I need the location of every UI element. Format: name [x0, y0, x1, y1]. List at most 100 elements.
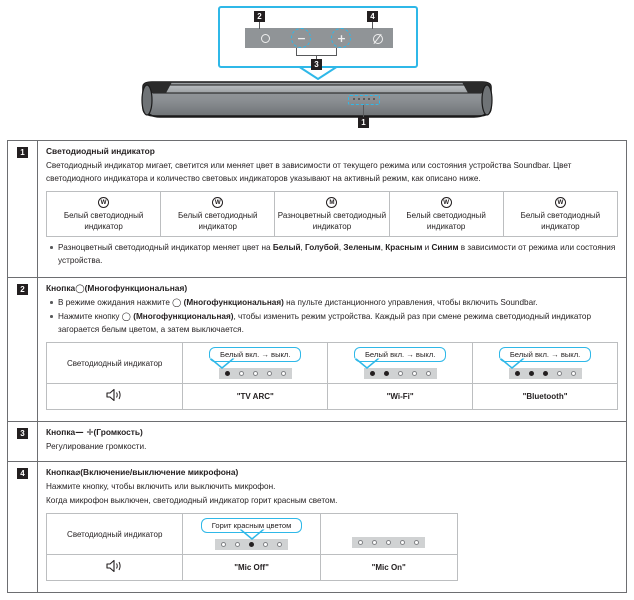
text-run: и [422, 243, 432, 252]
text-run: (Многофункциональная) [130, 312, 234, 321]
mark-circle: W [212, 197, 224, 208]
led-color-label: Белый светодиодный индикатор [178, 211, 258, 231]
section-4-badge: 4 [17, 468, 28, 479]
mic-led-table: Светодиодный индикатор Горит красным цве… [45, 513, 458, 581]
led-dot-off [414, 540, 420, 545]
led-color-cell-5: W Белый светодиодный индикатор [502, 191, 619, 237]
led-dot-off [372, 540, 378, 545]
section-3-title: Кнопка — ✛ (Громкость) [46, 427, 618, 437]
leader-line-3b [336, 48, 337, 56]
section-3-number-cell: 3 [8, 422, 38, 461]
multifunction-button-icon[interactable] [259, 32, 272, 45]
section-4-title: Кнопка ⌀ (Включение/выключение микрофона… [46, 467, 618, 477]
mark-circle: W [98, 197, 110, 208]
led-bubble-label: Горит красным цветом [200, 518, 303, 533]
led-color-table: W Белый светодиодный индикатор W Белый с… [45, 191, 619, 237]
speaker-icon-cell [45, 554, 184, 581]
section-1-note-text: Разноцветный светодиодный индикатор меня… [58, 243, 615, 265]
mic-state-off: "Mic Off" [182, 554, 321, 581]
control-panel-strip: − + [245, 28, 393, 48]
led-row-label: Светодиодный индикатор [45, 513, 184, 555]
mode-led-cell-wifi: Белый вкл. → выкл. [327, 342, 474, 384]
table-row: W Белый светодиодный индикатор W Белый с… [45, 191, 619, 237]
bubble-pointer [209, 355, 236, 369]
leader-line-4 [372, 21, 373, 29]
text-run: ◯ [172, 297, 182, 307]
led-dot-off [280, 371, 286, 376]
text-run: ◯ [121, 311, 131, 321]
mode-led-cell-tvarc: Белый вкл. → выкл. [182, 342, 329, 384]
led-dot-on [383, 371, 389, 376]
section-2: 2 Кнопка ◯ (Многофункциональная) В режим… [8, 278, 626, 422]
text-run: Синим [431, 243, 459, 252]
text-run: В режиме ожидания нажмите [58, 298, 173, 307]
mode-led-cell-bluetooth: Белый вкл. → выкл. [472, 342, 618, 384]
text-run: Зеленым [343, 243, 381, 252]
section-2-number-cell: 2 [8, 278, 38, 421]
mic-mute-icon[interactable] [371, 32, 384, 45]
text-run: Красным [385, 243, 423, 252]
section-3: 3 Кнопка — ✛ (Громкость) Регулирование г… [8, 422, 626, 462]
led-color-label: Разноцветный светодиодный индикатор [277, 211, 387, 231]
section-4: 4 Кнопка ⌀ (Включение/выключение микрофо… [8, 462, 626, 592]
led-color-cell-4: W Белый светодиодный индикатор [388, 191, 504, 237]
led-strip [363, 368, 437, 379]
led-row-label: Светодиодный индикатор [45, 342, 184, 384]
led-color-label: Белый светодиодный индикатор [520, 211, 601, 231]
badge-1: 1 [358, 117, 369, 128]
section-2-body: Кнопка ◯ (Многофункциональная) В режиме … [38, 278, 626, 421]
mode-name-bluetooth: "Bluetooth" [472, 383, 618, 410]
table-row: "Mic Off" "Mic On" [45, 554, 458, 581]
leader-line-3c [316, 55, 317, 60]
section-3-paragraph: Регулирование громкости. [46, 442, 147, 451]
soundbar-led-dots [353, 98, 375, 102]
badge-3: 3 [311, 59, 322, 70]
text-run: , [380, 243, 386, 252]
led-dot-off [411, 371, 417, 376]
section-3-title-suffix: (Громкость) [93, 427, 143, 437]
highlight-ring-volume-down [291, 28, 311, 48]
mark-circle: W [440, 197, 452, 208]
speaker-icon [105, 388, 125, 405]
led-dot-off [263, 542, 269, 547]
mic-mute-symbol-icon: ⌀ [75, 467, 81, 477]
text-run: на пульте дистанционного управления, что… [283, 298, 538, 307]
section-2-badge: 2 [17, 284, 28, 295]
led-dot-off [397, 371, 403, 376]
led-location-highlight [348, 95, 380, 105]
text-run: , [300, 243, 306, 252]
led-dot-on [249, 542, 255, 547]
led-color-cell-1: W Белый светодиодный индикатор [45, 191, 162, 237]
section-2-bullets: В режиме ожидания нажмите ◯ (Многофункци… [46, 296, 618, 336]
led-dot-on [528, 371, 534, 376]
section-3-badge: 3 [17, 428, 28, 439]
text-run: Нажмите кнопку [58, 312, 122, 321]
section-1-title: Светодиодный индикатор [46, 146, 155, 156]
text-run: в зависимости от режима или состояния ус… [58, 243, 616, 265]
list-item: В режиме ожидания нажмите ◯ (Многофункци… [50, 296, 618, 309]
text-run: Белый [272, 243, 301, 252]
mark-circle: W [554, 197, 566, 208]
section-2-title: Кнопка ◯ (Многофункциональная) [46, 283, 618, 293]
led-color-cell-3: M Разноцветный светодиодный индикатор [274, 191, 390, 237]
led-dot-off [556, 371, 562, 376]
section-4-body: Кнопка ⌀ (Включение/выключение микрофона… [38, 462, 626, 592]
section-1: 1 Светодиодный индикатор Светодиодный ин… [8, 141, 626, 278]
leader-line-1 [363, 105, 365, 117]
section-4-paragraph-2: Когда микрофон выключен, светодиодный ин… [46, 496, 338, 505]
led-strip [218, 368, 292, 379]
section-4-title-prefix: Кнопка [46, 467, 76, 477]
led-dot-off [425, 371, 431, 376]
section-1-notes: Разноцветный светодиодный индикатор меня… [46, 241, 618, 267]
mode-name-tvarc: "TV ARC" [182, 383, 329, 410]
text-run: , чтобы изменить режим устройства. Кажды… [58, 312, 592, 334]
led-dot-on [369, 371, 375, 376]
mic-state-on: "Mic On" [319, 554, 458, 581]
mic-led-cell-on [319, 513, 458, 555]
section-1-number-cell: 1 [8, 141, 38, 277]
led-strip [508, 368, 582, 379]
text-run: Разноцветный светодиодный индикатор меня… [58, 243, 273, 252]
led-dot-off [358, 540, 364, 545]
speaker-icon [105, 559, 125, 576]
soundbar-image [0, 78, 634, 132]
